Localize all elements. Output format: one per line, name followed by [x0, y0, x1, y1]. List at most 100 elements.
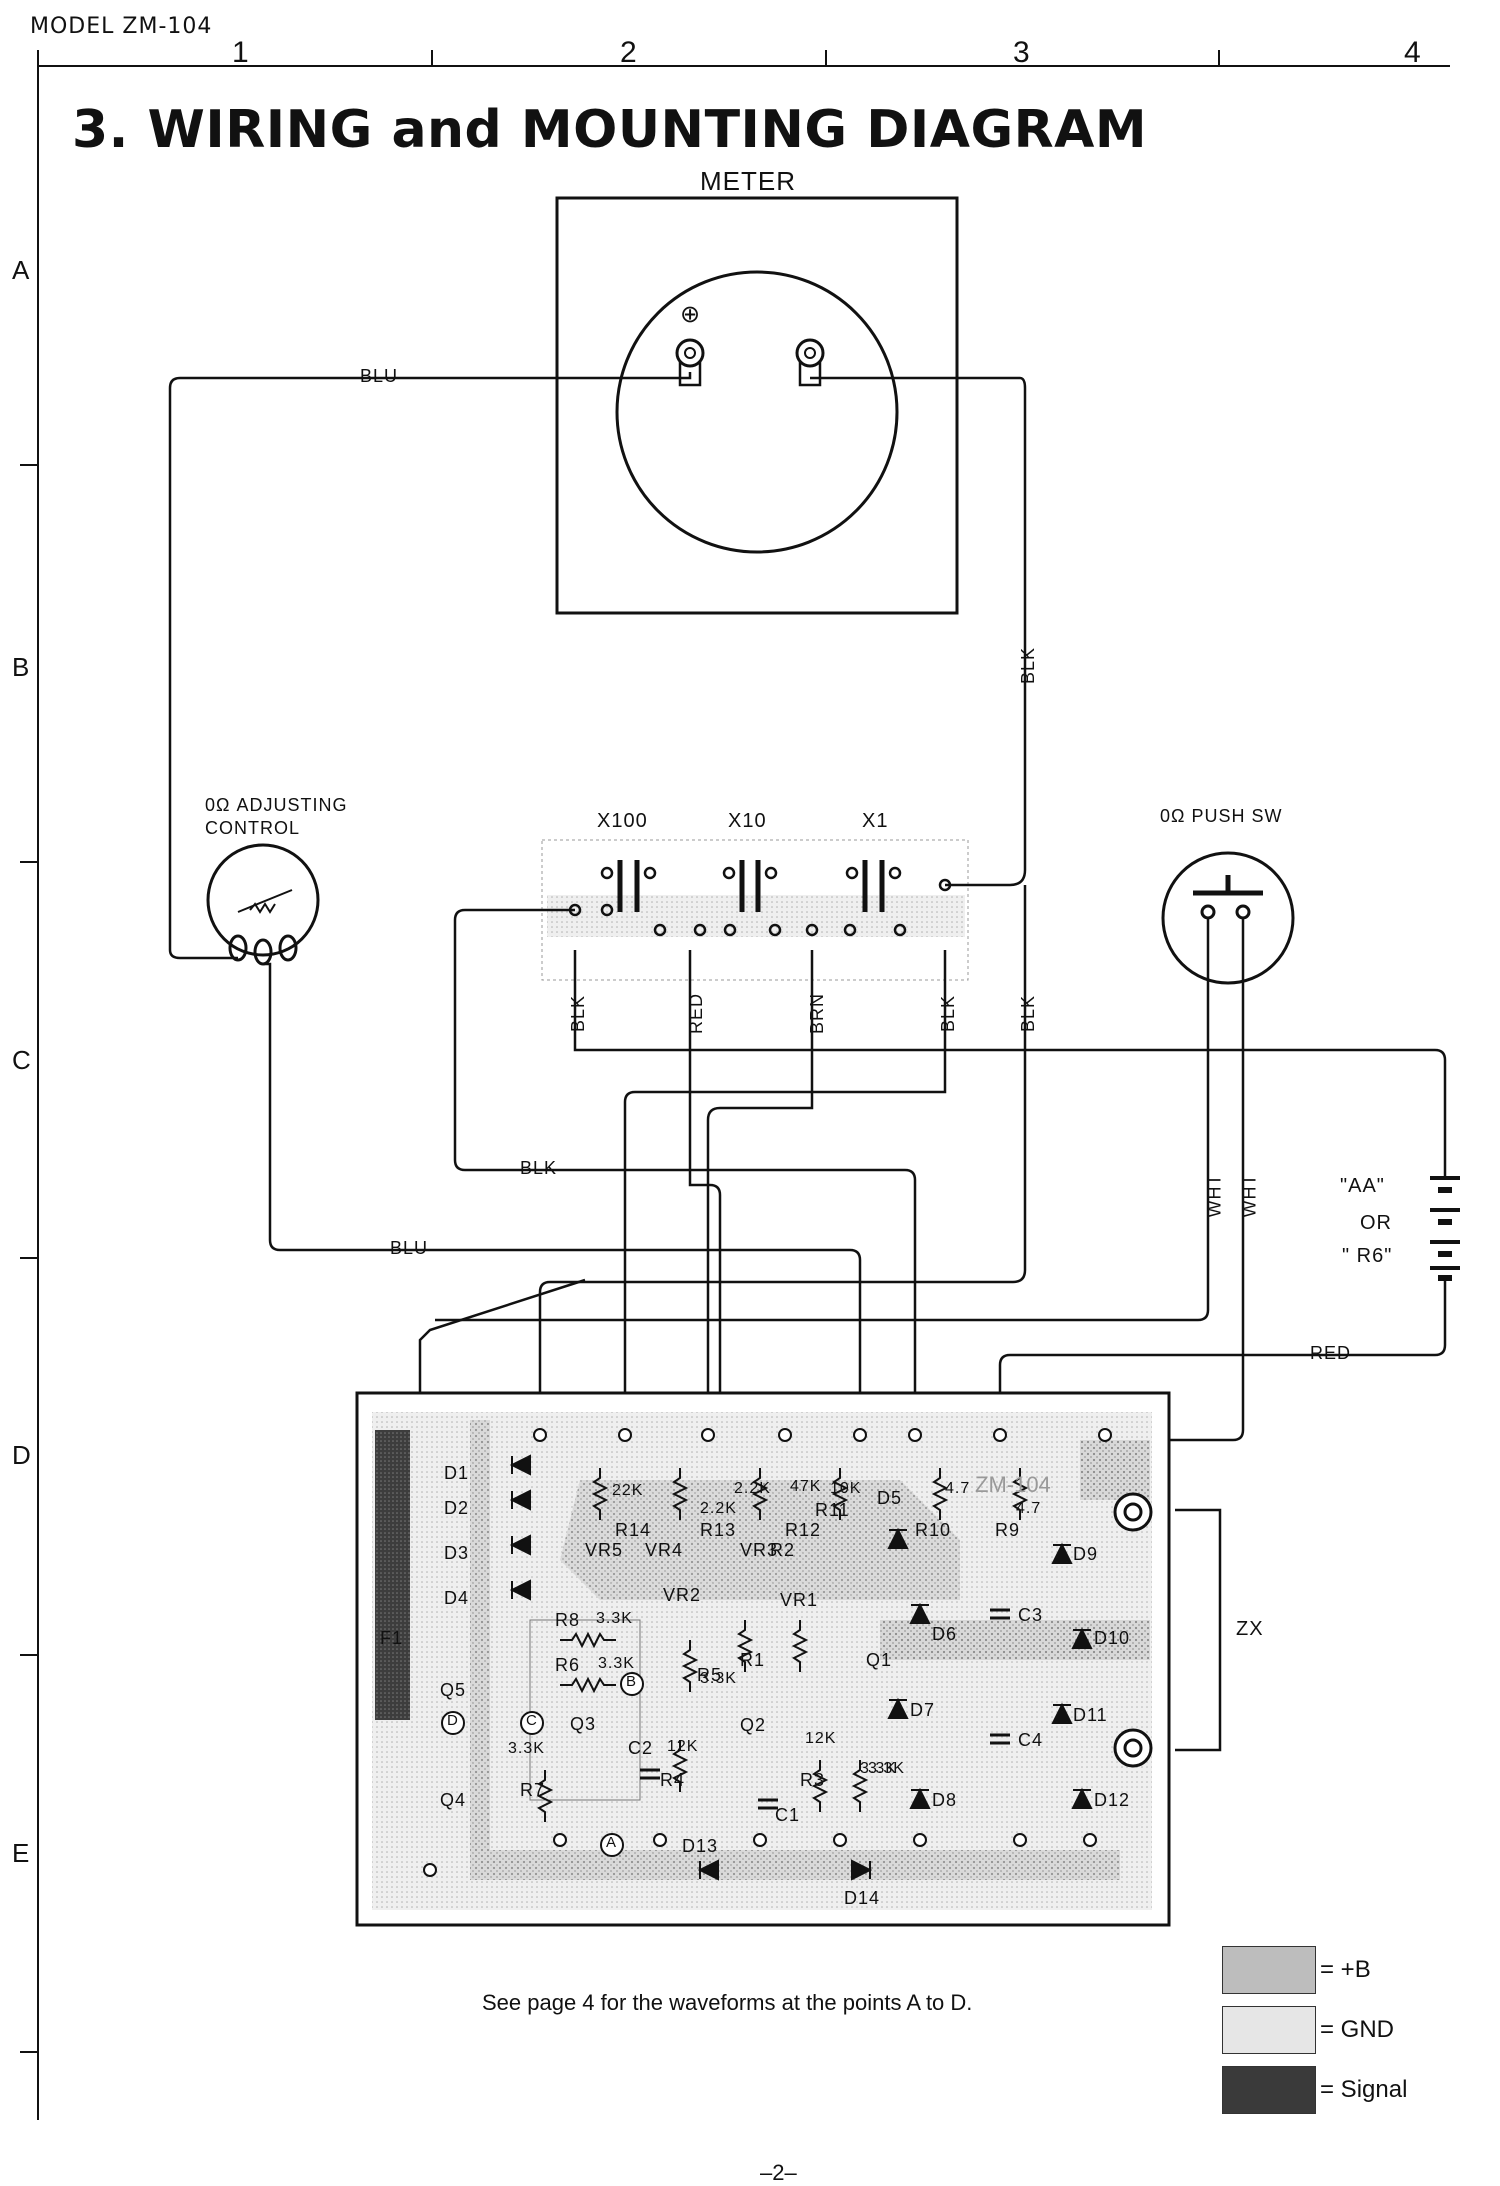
row-letter-c: C	[12, 1045, 31, 1075]
legend-swatch-gnd	[1222, 2006, 1316, 2054]
part-label: D13	[682, 1836, 719, 1856]
battery-label-aa: "AA"	[1340, 1175, 1385, 1197]
legend-swatch-plus-b	[1222, 1946, 1316, 1994]
meter	[555, 196, 959, 615]
wire-tag: BLK	[1018, 646, 1039, 685]
part-label: Q3	[570, 1714, 597, 1734]
part-label: VR3	[740, 1540, 779, 1560]
part-label: C2	[628, 1738, 654, 1758]
part-label: R1	[740, 1650, 766, 1670]
value-label: 12K	[805, 1730, 837, 1747]
wire-tag: BLK	[938, 994, 959, 1033]
battery	[1430, 1176, 1460, 1281]
pcb-board	[355, 1391, 1171, 1927]
range-label-x1: X1	[862, 810, 889, 832]
range-label-x10: X10	[728, 810, 767, 832]
row-letter-e: E	[12, 1838, 30, 1868]
range-label-x100: X100	[597, 810, 648, 832]
wire-tag: BLU	[390, 1238, 429, 1258]
part-label: Q2	[740, 1715, 767, 1735]
part-label: Q1	[866, 1650, 893, 1670]
part-label: D5	[877, 1488, 903, 1508]
zx-label: ZX	[1236, 1618, 1264, 1640]
value-label: 3.3K	[508, 1740, 545, 1757]
part-label: D3	[444, 1543, 470, 1563]
part-label: F1	[380, 1628, 404, 1648]
model-number: MODEL ZM-104	[30, 14, 213, 39]
part-label: D11	[1073, 1705, 1108, 1725]
column-number-2: 2	[620, 36, 637, 69]
range-switch	[541, 839, 969, 981]
test-point-d: D	[447, 1712, 459, 1729]
footnote: See page 4 for the waveforms at the poin…	[482, 1990, 973, 2015]
value-label: 12K	[667, 1738, 699, 1755]
part-label: R5	[697, 1665, 723, 1685]
part-label: VR4	[645, 1540, 684, 1560]
part-label: D1	[444, 1463, 470, 1483]
legend-label-gnd: = GND	[1320, 2016, 1395, 2043]
part-label: R13	[700, 1520, 737, 1540]
part-label: R7	[520, 1780, 546, 1800]
wire-tag: BLK	[1018, 994, 1039, 1033]
test-point-a: A	[606, 1834, 618, 1851]
part-label: D6	[932, 1624, 958, 1644]
meter-label: METER	[700, 166, 796, 196]
adjusting-control-label-2: CONTROL	[205, 818, 301, 838]
part-label: R14	[615, 1520, 652, 1540]
column-number-3: 3	[1013, 36, 1030, 69]
test-point-c: C	[526, 1712, 538, 1729]
part-label: D12	[1094, 1790, 1131, 1810]
value-label: 4.7	[945, 1480, 971, 1497]
value-label: 22K	[612, 1482, 644, 1499]
part-label: C4	[1018, 1730, 1044, 1750]
value-label: 3.3K	[860, 1760, 897, 1777]
part-label: D9	[1073, 1544, 1099, 1564]
legend-swatch-signal	[1222, 2066, 1316, 2114]
row-letter-a: A	[12, 255, 30, 285]
part-label: C3	[1018, 1605, 1044, 1625]
value-label: 4.7	[1016, 1500, 1042, 1517]
part-label: D2	[444, 1498, 470, 1518]
part-label: D14	[844, 1888, 881, 1908]
battery-label-or: OR	[1360, 1212, 1392, 1234]
value-label: 47K	[790, 1478, 822, 1495]
page-frame	[20, 50, 1450, 2120]
wires	[168, 372, 1447, 1752]
part-label: R2	[770, 1540, 796, 1560]
value-label: 2.2K	[700, 1500, 737, 1517]
wire-tag: BLK	[520, 1158, 558, 1178]
legend-label-plus-b: = +B	[1320, 1956, 1371, 1983]
part-label: R8	[555, 1610, 581, 1630]
wire-tag: BRN	[807, 992, 828, 1035]
part-label: R3	[800, 1770, 826, 1790]
value-label: 3.3K	[700, 1670, 737, 1687]
part-label: R11	[815, 1500, 850, 1520]
part-label: R10	[915, 1520, 952, 1540]
part-label: Q4	[440, 1790, 467, 1810]
part-label: R4	[660, 1770, 686, 1790]
push-switch	[1161, 851, 1295, 985]
part-label: VR1	[780, 1590, 819, 1610]
row-letter-b: B	[12, 652, 30, 682]
part-label: D7	[910, 1700, 936, 1720]
part-label: Q5	[440, 1680, 467, 1700]
adjusting-control-label-1: 0Ω ADJUSTING	[205, 795, 348, 815]
page-title: 3. WIRING and MOUNTING DIAGRAM	[72, 100, 1148, 160]
column-number-1: 1	[232, 36, 249, 69]
wire-tag: BLU	[360, 366, 399, 386]
wire-tag: RED	[686, 992, 707, 1035]
column-number-4: 4	[1404, 36, 1421, 69]
wire-tag: WHT	[1204, 1173, 1225, 1218]
adjusting-control	[206, 843, 320, 966]
test-point-b: B	[626, 1673, 638, 1690]
part-label: R12	[785, 1520, 822, 1540]
row-letter-d: D	[12, 1440, 31, 1470]
battery-label-r6: " R6"	[1342, 1245, 1393, 1267]
wire-tag: RED	[1310, 1343, 1352, 1363]
meter-plus-icon: ⊕	[680, 301, 701, 328]
board-marking: ZM-104	[975, 1472, 1051, 1497]
part-label: R9	[995, 1520, 1021, 1540]
wire-tag: BLK	[568, 994, 589, 1033]
part-label: D8	[932, 1790, 958, 1810]
